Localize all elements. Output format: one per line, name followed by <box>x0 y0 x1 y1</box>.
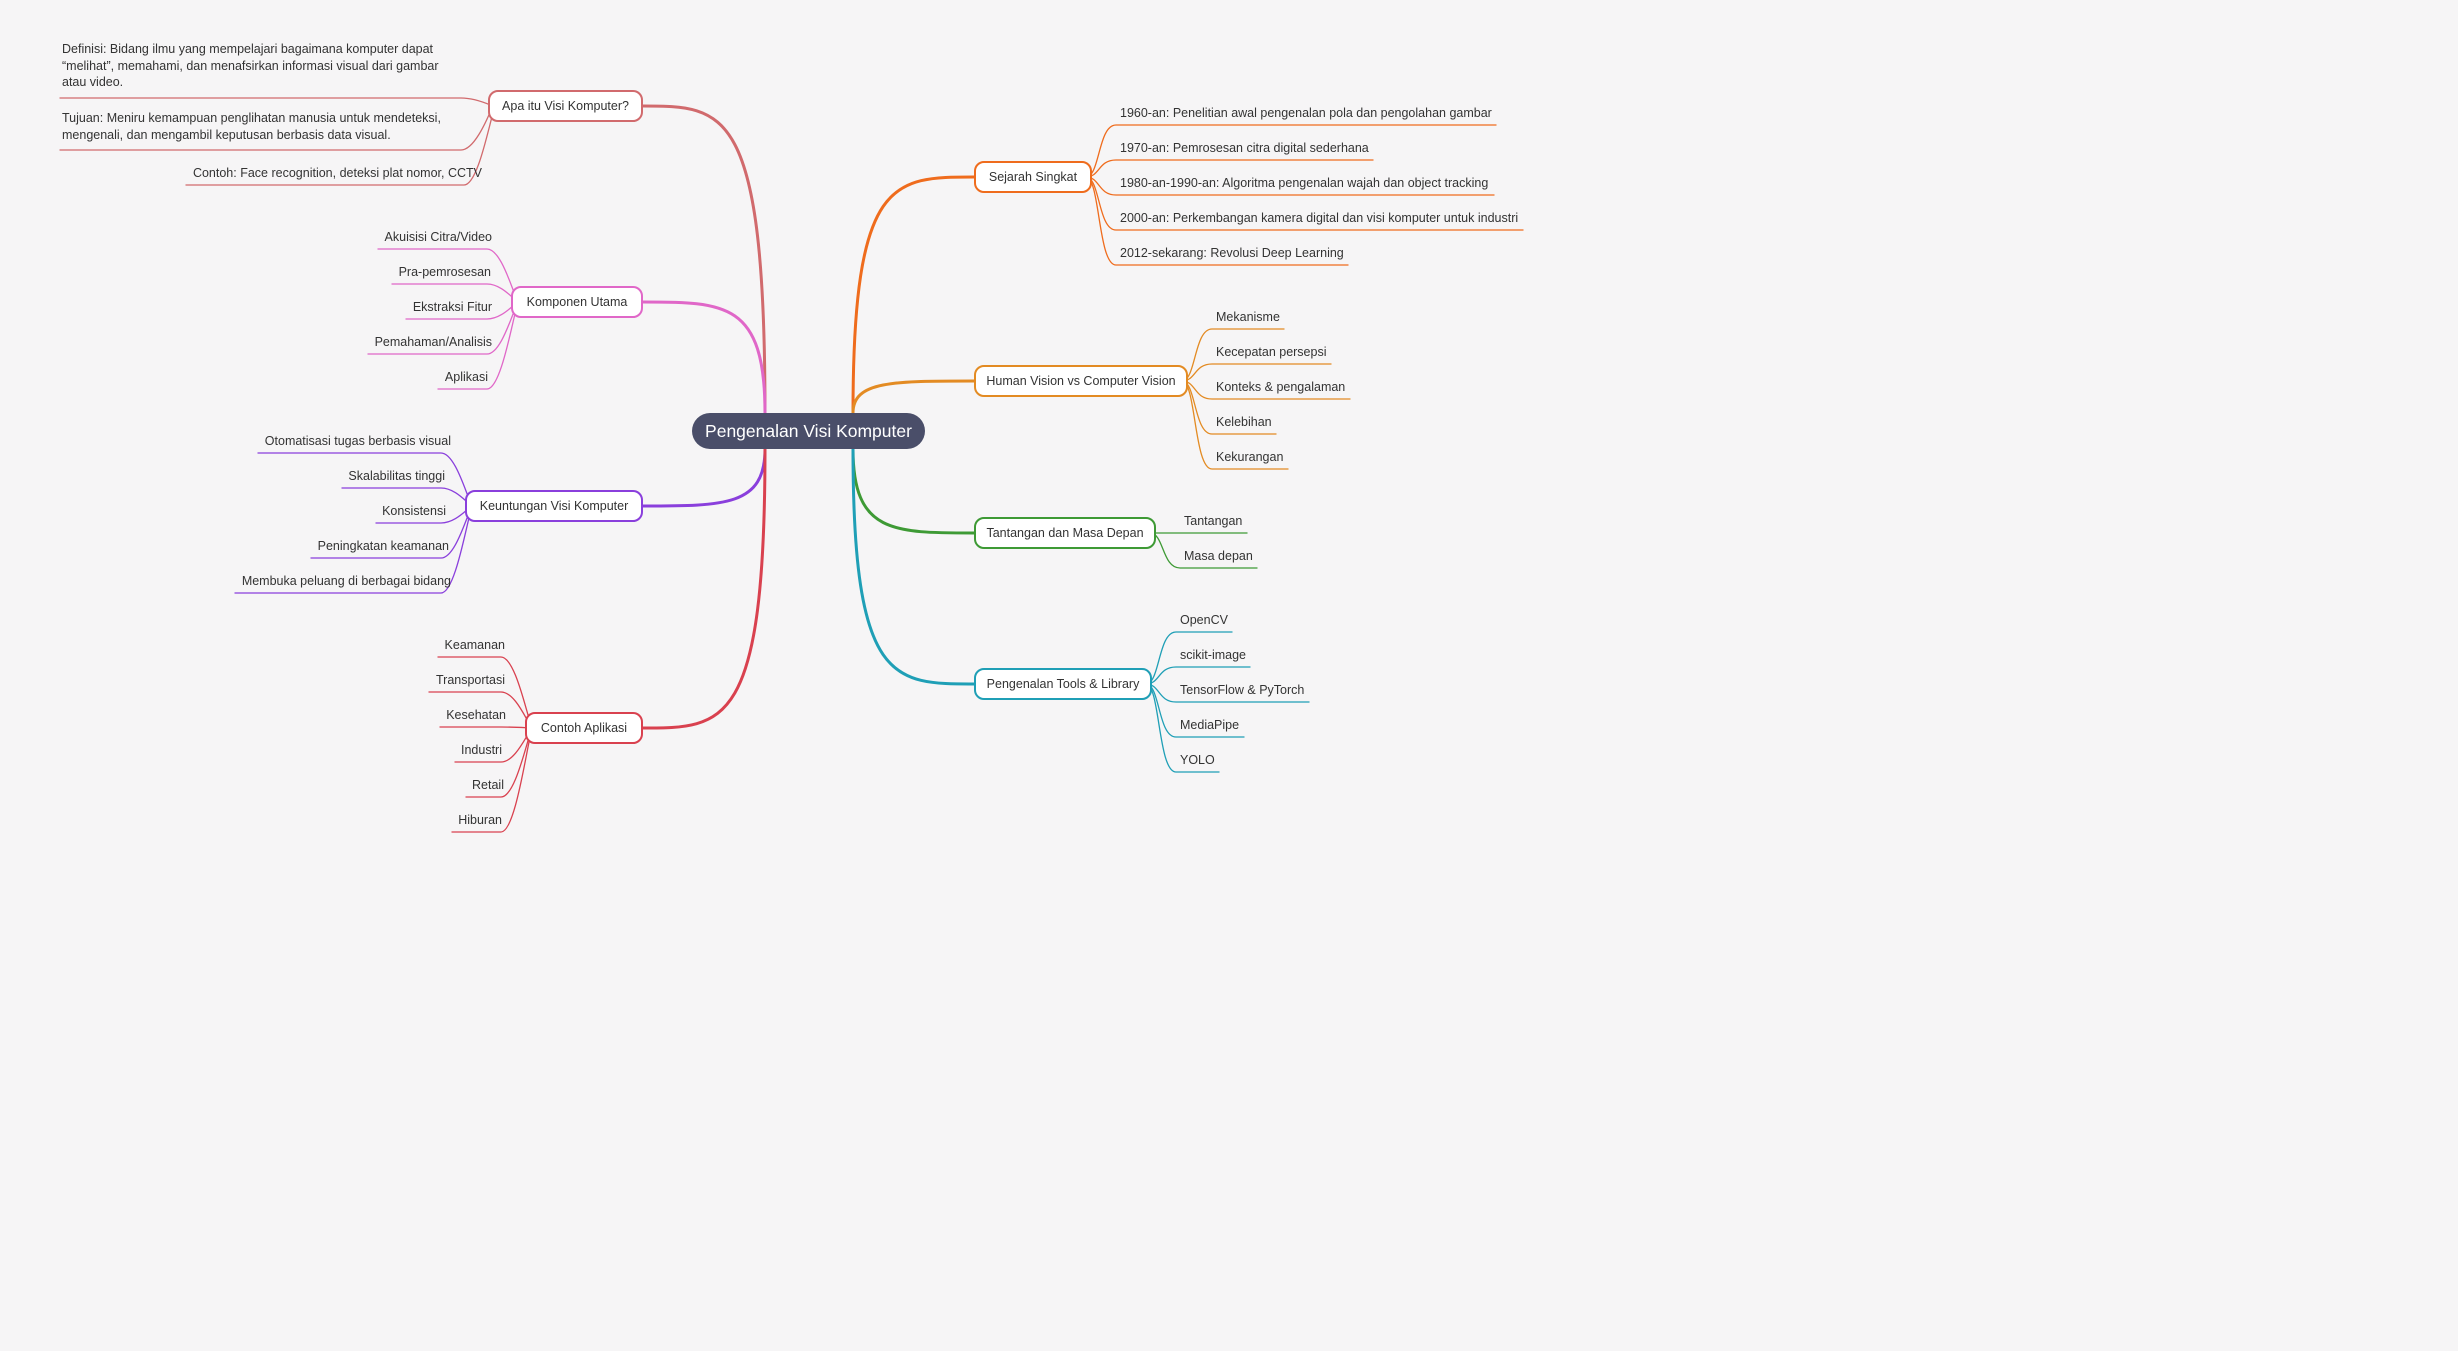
leaf-item-apa-2[interactable]: Tujuan: Meniru kemampuan penglihatan man… <box>62 111 441 142</box>
leaf-item-contoh-5[interactable]: Retail <box>472 778 504 792</box>
leaf-item-contoh-2[interactable]: Transportasi <box>435 673 505 687</box>
leaf-item-apa-3[interactable]: Contoh: Face recognition, deteksi plat n… <box>192 166 482 180</box>
branch-connector-tools <box>851 447 976 686</box>
branch-node-keuntungan[interactable]: Keuntungan Visi Komputer <box>465 490 643 522</box>
leaf-item-contoh-1[interactable]: Keamanan <box>444 638 505 652</box>
leaf-item-komponen-3[interactable]: Ekstraksi Fitur <box>412 300 492 314</box>
leaf-item-komponen-2[interactable]: Pra-pemrosesan <box>398 265 491 279</box>
leaf-item-sejarah-1[interactable]: 1960-an: Penelitian awal pengenalan pola… <box>1120 106 1492 120</box>
leaf-item-human-4[interactable]: Kelebihan <box>1216 415 1272 429</box>
leaf-item-komponen-4[interactable]: Pemahaman/Analisis <box>374 335 492 349</box>
leaf-item-komponen-5[interactable]: Aplikasi <box>444 370 488 384</box>
branch-connector-apa <box>641 104 767 415</box>
branch-node-sejarah[interactable]: Sejarah Singkat <box>974 161 1092 193</box>
leaf-item-tools-5[interactable]: YOLO <box>1180 753 1215 767</box>
branch-node-human[interactable]: Human Vision vs Computer Vision <box>974 365 1188 397</box>
branch-node-contoh[interactable]: Contoh Aplikasi <box>525 712 643 744</box>
leaf-item-contoh-3[interactable]: Kesehatan <box>446 708 506 722</box>
leaf-item-apa-1[interactable]: Definisi: Bidang ilmu yang mempelajari b… <box>62 42 439 89</box>
leaf-item-tantangan-2[interactable]: Masa depan <box>1184 549 1253 563</box>
leaf-item-sejarah-3[interactable]: 1980-an-1990-an: Algoritma pengenalan wa… <box>1120 176 1489 190</box>
leaf-item-contoh-6[interactable]: Hiburan <box>458 813 502 827</box>
leaf-item-tools-4[interactable]: MediaPipe <box>1180 718 1240 732</box>
branch-node-tantangan[interactable]: Tantangan dan Masa Depan <box>974 517 1156 549</box>
leaf-item-sejarah-5[interactable]: 2012-sekarang: Revolusi Deep Learning <box>1120 246 1344 260</box>
leaf-item-keuntungan-3[interactable]: Konsistensi <box>382 504 446 518</box>
branch-node-komponen[interactable]: Komponen Utama <box>511 286 643 318</box>
leaf-item-komponen-1[interactable]: Akuisisi Citra/Video <box>384 230 492 244</box>
leaf-item-sejarah-2[interactable]: 1970-an: Pemrosesan citra digital sederh… <box>1120 141 1369 155</box>
leaf-item-human-1[interactable]: Mekanisme <box>1216 310 1280 324</box>
leaf-item-contoh-4[interactable]: Industri <box>461 743 502 757</box>
root-node[interactable]: Pengenalan Visi Komputer <box>692 413 925 449</box>
leaf-item-human-2[interactable]: Kecepatan persepsi <box>1216 345 1327 359</box>
leaf-item-tools-2[interactable]: scikit-image <box>1180 648 1246 662</box>
branch-node-apa[interactable]: Apa itu Visi Komputer? <box>488 90 643 122</box>
branch-node-tools[interactable]: Pengenalan Tools & Library <box>974 668 1152 700</box>
leaf-item-keuntungan-2[interactable]: Skalabilitas tinggi <box>348 469 445 483</box>
leaf-item-tantangan-1[interactable]: Tantangan <box>1184 514 1243 528</box>
leaf-connector-contoh-3 <box>439 726 534 729</box>
leaf-item-human-3[interactable]: Konteks & pengalaman <box>1216 380 1346 394</box>
branch-connector-komponen <box>641 300 767 415</box>
mind-map: Pengenalan Visi Komputer Apa itu Visi Ko… <box>0 0 1568 862</box>
branch-connector-tantangan <box>851 447 976 535</box>
branch-connector-keuntungan <box>641 447 767 508</box>
branch-connector-sejarah <box>851 175 976 415</box>
branch-connector-contoh <box>641 447 767 730</box>
leaf-item-keuntungan-1[interactable]: Otomatisasi tugas berbasis visual <box>264 434 451 448</box>
leaf-item-sejarah-4[interactable]: 2000-an: Perkembangan kamera digital dan… <box>1120 211 1519 225</box>
branch-connector-human <box>851 379 976 415</box>
leaf-item-tools-3[interactable]: TensorFlow & PyTorch <box>1180 683 1305 697</box>
leaf-item-human-5[interactable]: Kekurangan <box>1216 450 1284 464</box>
leaf-item-keuntungan-4[interactable]: Peningkatan keamanan <box>317 539 449 553</box>
leaf-item-keuntungan-5[interactable]: Membuka peluang di berbagai bidang <box>241 574 451 588</box>
leaf-item-tools-1[interactable]: OpenCV <box>1180 613 1228 627</box>
leaf-connector-apa-1 <box>59 97 494 107</box>
